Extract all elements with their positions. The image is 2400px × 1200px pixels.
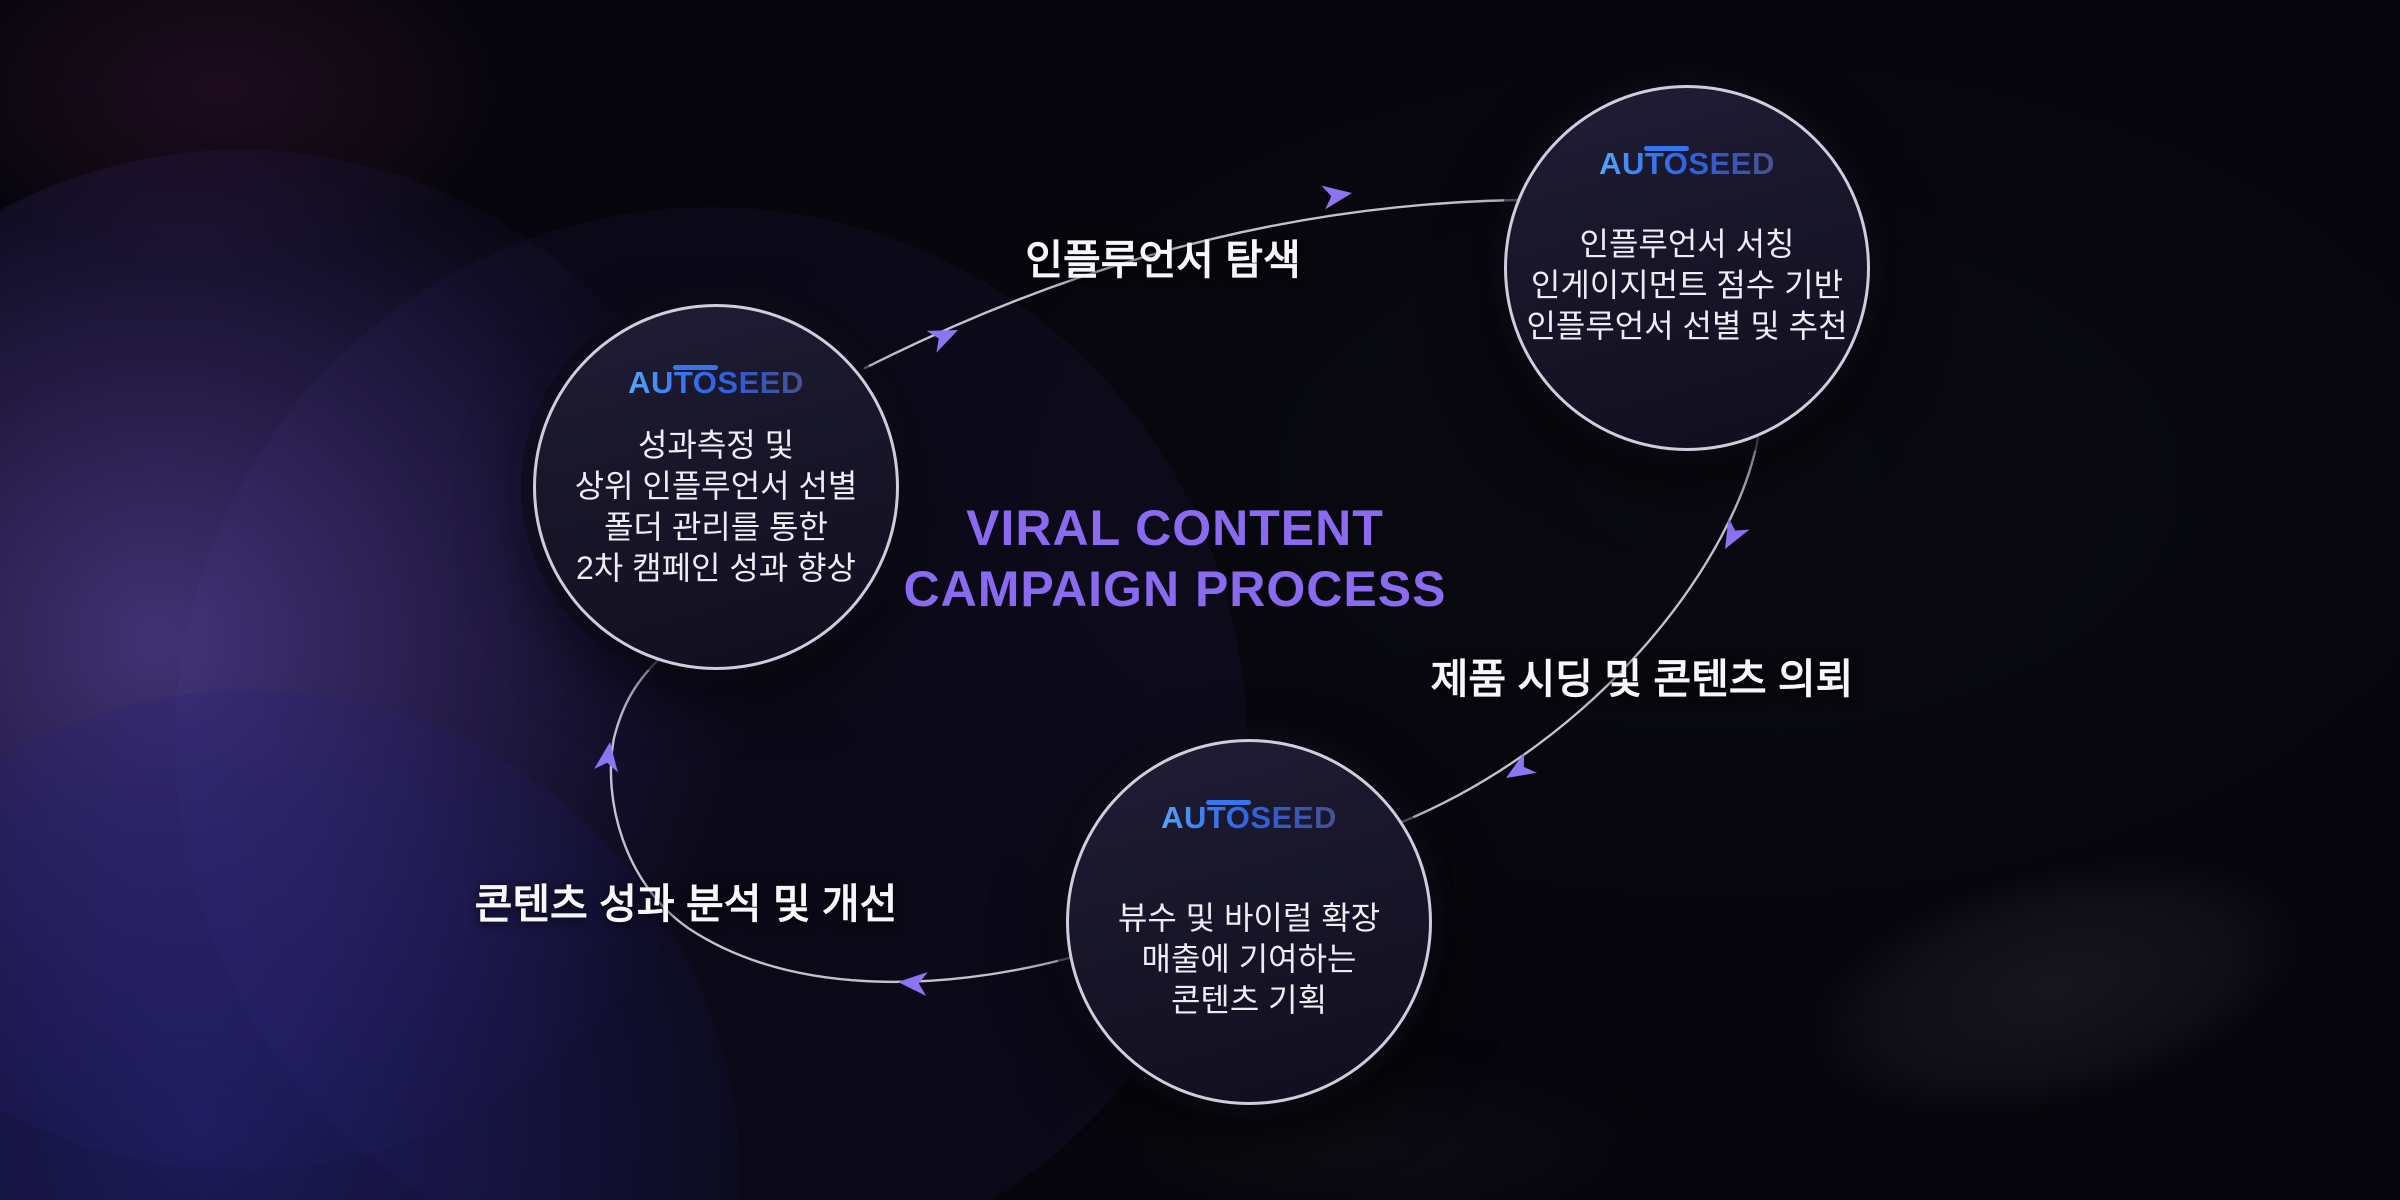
node-line: 인게이지먼트 점수 기반 [1530, 267, 1844, 303]
arrowhead-icon [926, 330, 958, 353]
arc-right [1400, 436, 1760, 824]
arrowhead-icon [898, 972, 928, 996]
autoseed-logo-to: TO [1644, 146, 1689, 181]
arrowhead-icon [1321, 185, 1352, 210]
node-line: 인플루언서 선별 및 추천 [1526, 308, 1848, 344]
arrowhead-icon [594, 742, 618, 773]
node-line: 상위 인플루언서 선별 [574, 468, 858, 504]
autoseed-logo-au: AU [1599, 146, 1645, 181]
flow-label-content-analysis: 콘텐츠 성과 분석 및 개선 [474, 881, 898, 927]
autoseed-logo-au: AU [1161, 800, 1207, 835]
arrowhead-icon [1725, 517, 1750, 549]
autoseed-logo-seed: SEED [1688, 146, 1775, 181]
process-node-content-planning: AUTOSEED 뷰수 및 바이럴 확장 매출에 기여하는 콘텐츠 기획 [1066, 739, 1432, 1105]
autoseed-logo: AUTOSEED [628, 365, 804, 401]
page-title-line2: CAMPAIGN PROCESS [903, 561, 1447, 617]
node-line: 폴더 관리를 통한 [604, 509, 828, 545]
autoseed-logo-seed: SEED [717, 365, 804, 400]
flow-label-product-seeding: 제품 시딩 및 콘텐츠 의뢰 [1430, 656, 1854, 702]
node-description: 인플루언서 서칭 인게이지먼트 점수 기반 인플루언서 선별 및 추천 [1526, 224, 1847, 347]
autoseed-logo-to: TO [1206, 800, 1251, 835]
process-node-performance-measurement: AUTOSEED 성과측정 및 상위 인플루언서 선별 폴더 관리를 통한 2차… [533, 304, 899, 670]
autoseed-logo-seed: SEED [1250, 800, 1337, 835]
autoseed-logo-au: AU [628, 365, 674, 400]
node-line: 성과측정 및 [637, 427, 795, 463]
node-line: 매출에 기여하는 [1141, 941, 1357, 977]
flow-label-influencer-discovery: 인플루언서 탐색 [1025, 237, 1301, 283]
page-title-line1: VIRAL CONTENT [966, 500, 1384, 556]
node-line: 뷰수 및 바이럴 확장 [1117, 900, 1381, 936]
autoseed-logo-to: TO [673, 365, 718, 400]
arc-bottom-left [609, 658, 1071, 984]
autoseed-logo: AUTOSEED [1161, 800, 1337, 836]
node-line: 콘텐츠 기획 [1170, 982, 1328, 1018]
node-description: 뷰수 및 바이럴 확장 매출에 기여하는 콘텐츠 기획 [1118, 898, 1380, 1021]
node-description: 성과측정 및 상위 인플루언서 선별 폴더 관리를 통한 2차 캠페인 성과 향… [575, 425, 858, 589]
arrowhead-icon [1506, 752, 1537, 778]
autoseed-logo: AUTOSEED [1599, 146, 1775, 182]
node-line: 인플루언서 서칭 [1579, 226, 1795, 262]
page-title: VIRAL CONTENT CAMPAIGN PROCESS [875, 498, 1475, 620]
process-node-influencer-search: AUTOSEED 인플루언서 서칭 인게이지먼트 점수 기반 인플루언서 선별 … [1504, 85, 1870, 451]
node-line: 2차 캠페인 성과 향상 [576, 550, 856, 586]
